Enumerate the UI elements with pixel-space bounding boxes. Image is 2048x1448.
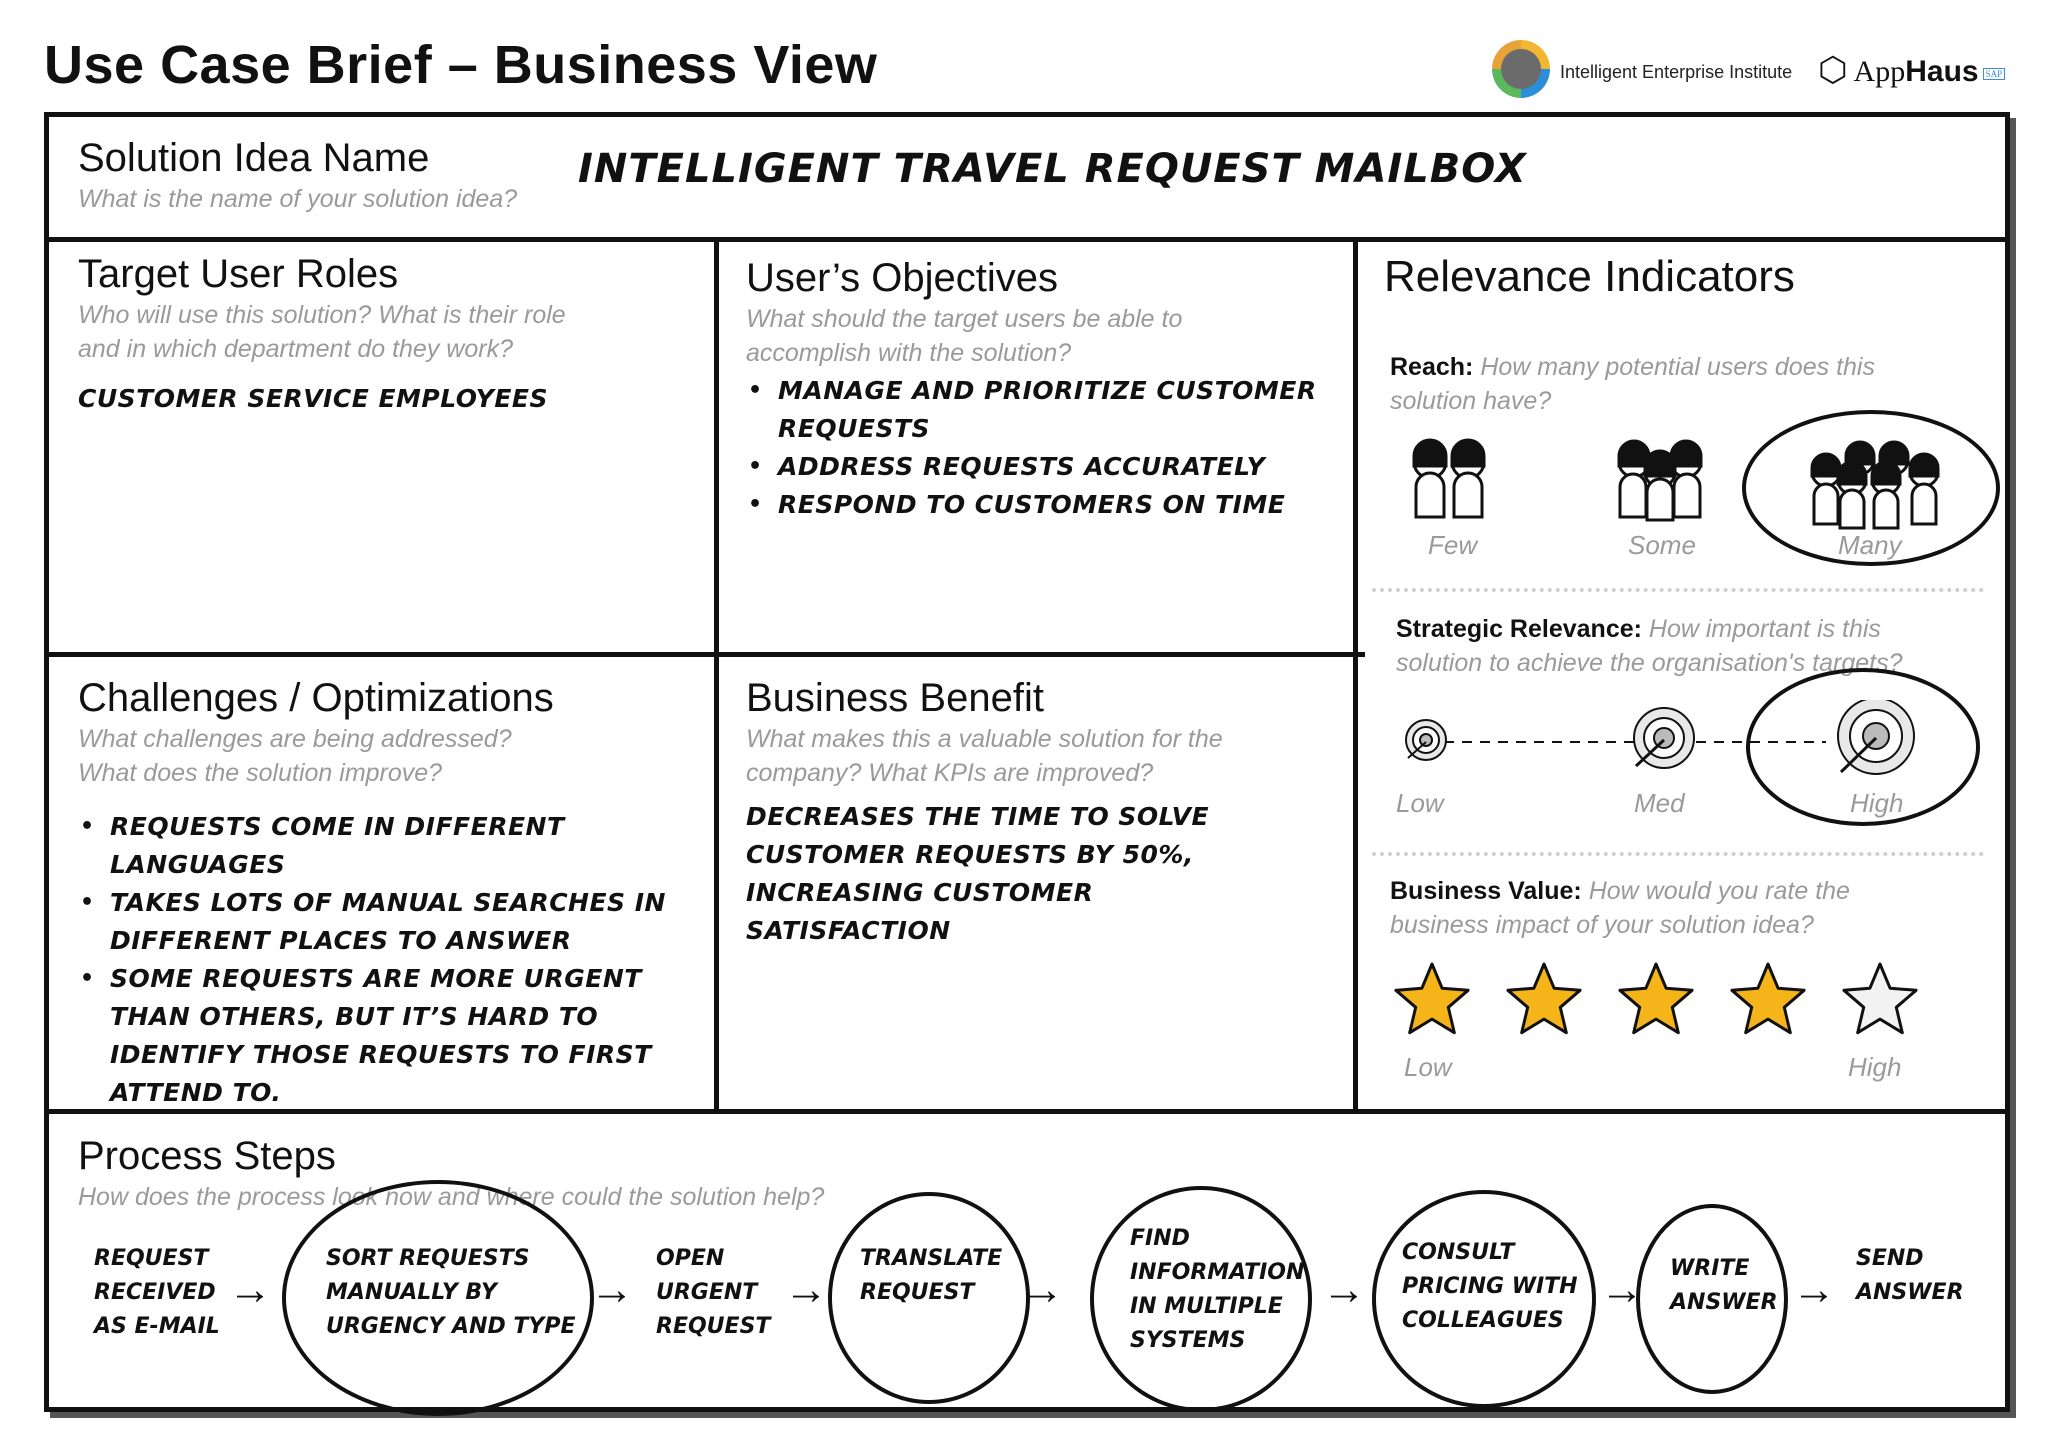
strategic-option-med[interactable]: Med: [1634, 788, 1685, 818]
star-filled-icon[interactable]: [1394, 962, 1470, 1035]
challenges-hint-1: What challenges are being addressed?: [78, 725, 512, 753]
star-filled-icon[interactable]: [1730, 962, 1806, 1035]
few-people-icon: [1412, 438, 1486, 519]
list-item: Manage and prioritize customer requests: [748, 372, 1338, 448]
business-value-high: High: [1848, 1052, 1902, 1082]
arrow-right-icon: →: [1322, 1265, 1366, 1314]
divider: [714, 237, 719, 1114]
step-2: Sort requests manually by urgency and ty…: [326, 1246, 576, 1339]
canvas-frame: [44, 112, 2010, 1412]
star-empty-icon[interactable]: [1842, 962, 1918, 1035]
divider: [1353, 237, 1358, 1114]
challenges-hint-2: What does the solution improve?: [78, 759, 443, 787]
reach-label: Reach: How many potential users does thi…: [1390, 353, 1875, 381]
list-item: Requests come in different languages: [80, 808, 710, 884]
objectives-hint-2: accomplish with the solution?: [746, 339, 1072, 367]
strategic-option-high[interactable]: High: [1850, 788, 1904, 818]
separator: [1372, 852, 1984, 856]
list-item: Some requests are more urgent than other…: [80, 960, 710, 1112]
arrow-right-icon: →: [1792, 1265, 1836, 1314]
institute-name: Intelligent Enterprise Institute: [1560, 62, 1793, 82]
star-filled-icon[interactable]: [1506, 962, 1582, 1035]
strategic-label: Strategic Relevance: How important is th…: [1396, 615, 1881, 643]
step-4: Translate request: [860, 1246, 1003, 1305]
list-item: Address requests accurately: [748, 448, 1338, 486]
separator: [1372, 588, 1984, 592]
some-people-icon: [1617, 439, 1703, 522]
target-roles-hint-2: and in which department do they work?: [78, 335, 513, 363]
strategic-hint-2: solution to achieve the organisation's t…: [1396, 649, 1903, 677]
step-6: Consult pricing with colleagues: [1402, 1240, 1578, 1333]
step-highlight-circle: [828, 1192, 1030, 1404]
step-highlight-circle: [1636, 1204, 1788, 1394]
reach-hint-2: solution have?: [1390, 387, 1552, 415]
reach-selected-circle: [1742, 410, 2000, 566]
target-roles-hint-1: Who will use this solution? What is thei…: [78, 301, 566, 329]
brand-part-a: App: [1853, 55, 1906, 88]
divider: [49, 1109, 2005, 1114]
step-5: Find information in multiple systems: [1130, 1226, 1305, 1353]
business-value-stars[interactable]: [1388, 958, 1928, 1048]
arrow-right-icon: →: [1600, 1265, 1644, 1314]
institute-logo-icon: [1492, 40, 1550, 98]
list-item: Respond to customers on time: [748, 486, 1338, 524]
step-8: Send answer: [1856, 1246, 1964, 1305]
solution-heading: Solution Idea Name: [78, 136, 430, 180]
brand-part-b: Haus: [1905, 55, 1979, 88]
business-value-low: Low: [1404, 1052, 1452, 1082]
solution-hint: What is the name of your solution idea?: [78, 185, 518, 213]
process-heading: Process Steps: [78, 1134, 336, 1178]
benefit-value: Decreases the time to solve customer req…: [746, 802, 1210, 945]
arrow-right-icon: →: [228, 1265, 272, 1314]
reach-option-few[interactable]: Few: [1428, 530, 1478, 560]
business-value-label: Business Value: How would you rate the: [1390, 877, 1850, 905]
business-value-hint-2: business impact of your solution idea?: [1390, 911, 1814, 939]
divider: [49, 237, 2005, 242]
step-3: Open urgent request: [656, 1246, 771, 1339]
brand-tag: SAP: [1982, 68, 2006, 81]
benefit-hint-1: What makes this a valuable solution for …: [746, 725, 1223, 753]
med-target-icon: [1633, 707, 1695, 769]
divider: [49, 652, 1365, 657]
objectives-hint-1: What should the target users be able to: [746, 305, 1183, 333]
hexagon-icon: ⬡: [1818, 52, 1848, 89]
reach-option-many[interactable]: Many: [1838, 530, 1902, 560]
benefit-hint-2: company? What KPIs are improved?: [746, 759, 1154, 787]
arrow-right-icon: →: [784, 1265, 828, 1314]
objectives-heading: User’s Objectives: [746, 256, 1058, 300]
challenges-list: Requests come in different languages Tak…: [78, 808, 710, 1112]
relevance-heading: Relevance Indicators: [1384, 252, 1795, 301]
step-1: Request received as e-mail: [94, 1246, 220, 1339]
star-filled-icon[interactable]: [1618, 962, 1694, 1035]
reach-option-some[interactable]: Some: [1628, 530, 1696, 560]
arrow-right-icon: →: [1020, 1265, 1064, 1314]
arrow-right-icon: →: [590, 1265, 634, 1314]
page-title: Use Case Brief – Business View: [44, 35, 878, 95]
step-7: Write answer: [1670, 1256, 1778, 1315]
target-roles-heading: Target User Roles: [78, 252, 399, 296]
strategic-option-low[interactable]: Low: [1396, 788, 1444, 818]
challenges-heading: Challenges / Optimizations: [78, 676, 554, 720]
step-highlight-circle: [1090, 1186, 1312, 1412]
low-target-icon: [1405, 719, 1447, 761]
strategic-selected-circle: [1746, 668, 1980, 826]
benefit-heading: Business Benefit: [746, 676, 1044, 720]
step-highlight-circle: [282, 1180, 594, 1416]
list-item: Takes lots of manual searches in differe…: [80, 884, 710, 960]
solution-name: Intelligent Travel Request Mailbox: [578, 146, 1527, 192]
objectives-list: Manage and prioritize customer requests …: [746, 372, 1338, 524]
target-roles-value: Customer service employees: [78, 384, 548, 413]
step-highlight-circle: [1372, 1190, 1596, 1408]
